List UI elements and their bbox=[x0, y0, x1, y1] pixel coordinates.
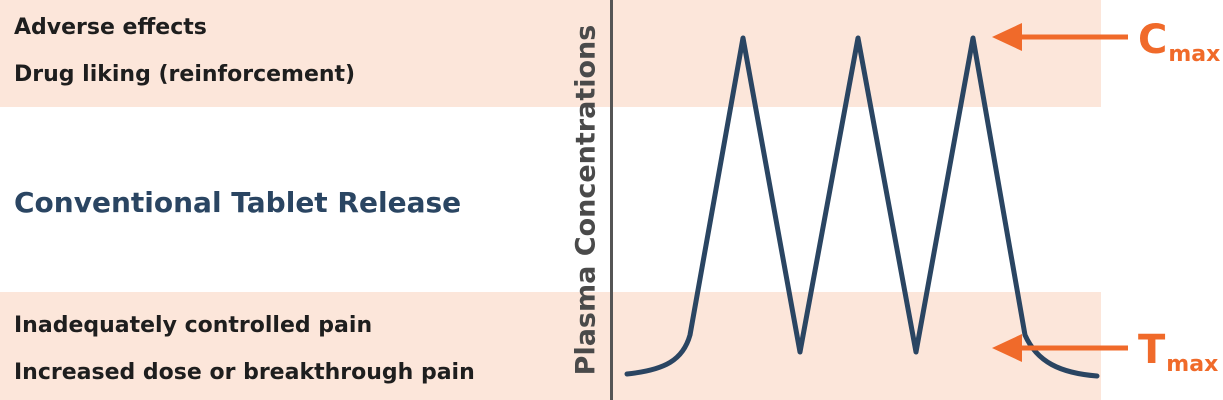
tmax-label: Tmax bbox=[1138, 327, 1219, 377]
y-axis bbox=[610, 0, 613, 400]
drug-liking-label: Drug liking (reinforcement) bbox=[14, 62, 356, 87]
adverse-effects-label: Adverse effects bbox=[14, 15, 207, 40]
breakthrough-pain-label: Increased dose or breakthrough pain bbox=[14, 360, 475, 385]
tmax-arrow bbox=[992, 334, 1128, 362]
diagram-title: Conventional Tablet Release bbox=[14, 186, 462, 219]
cmax-arrow bbox=[992, 23, 1128, 51]
plasma-concentration-curve bbox=[624, 35, 1100, 379]
upper-band bbox=[0, 0, 1101, 107]
cmax-label: Cmax bbox=[1138, 17, 1221, 67]
inadequate-pain-label: Inadequately controlled pain bbox=[14, 313, 373, 338]
